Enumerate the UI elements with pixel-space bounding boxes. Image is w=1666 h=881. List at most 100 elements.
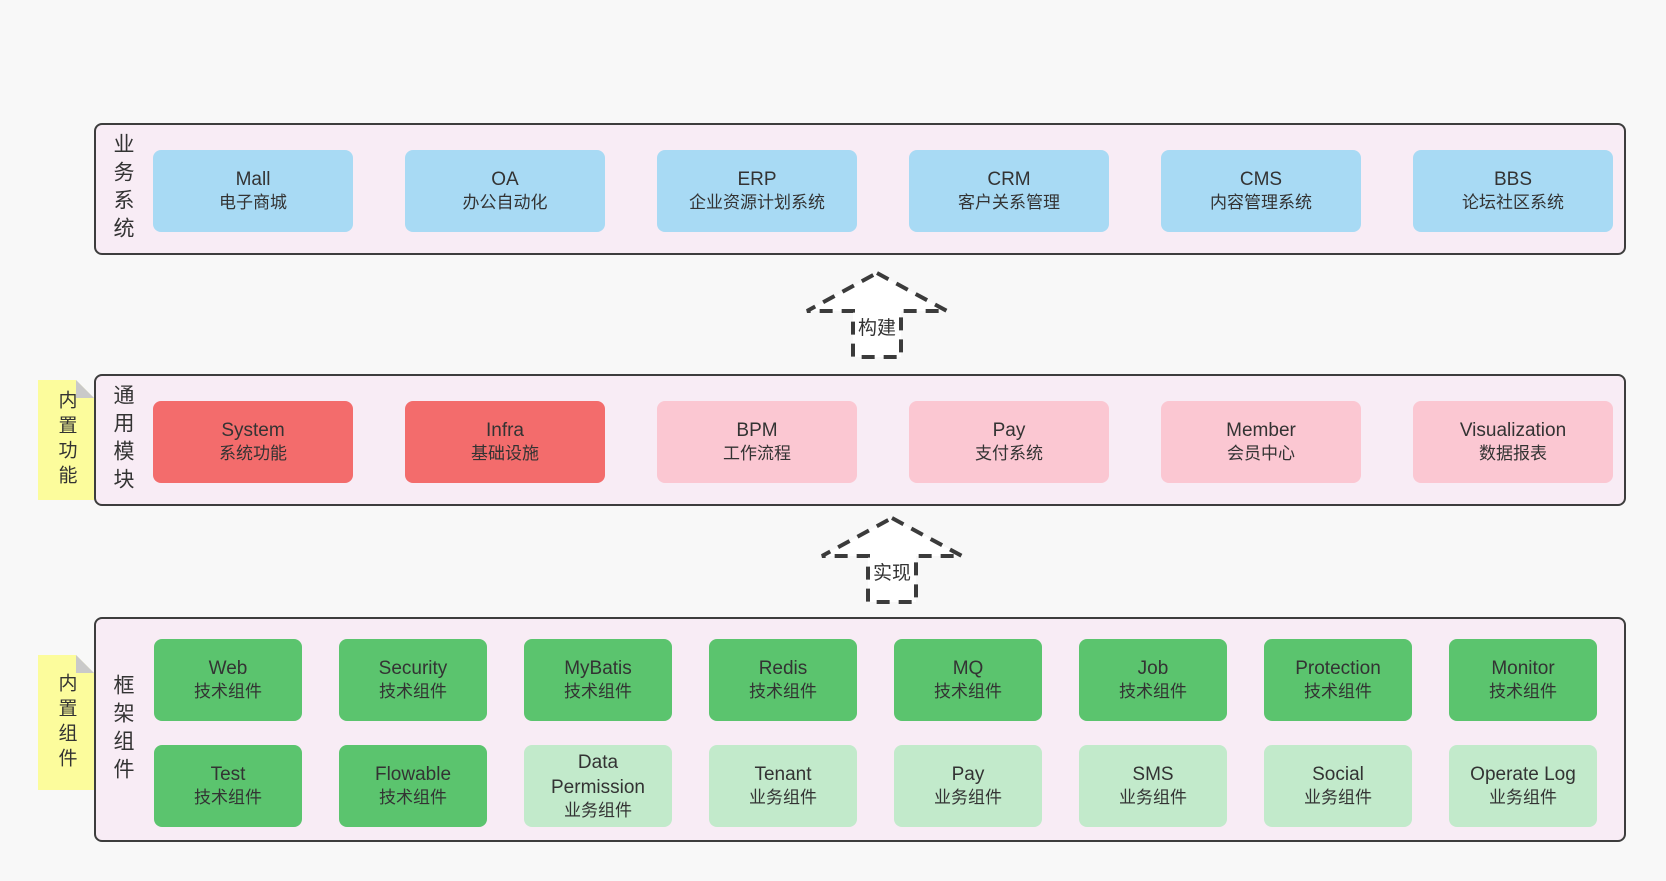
box-title: ERP — [737, 169, 777, 191]
box-title: Job — [1137, 658, 1169, 680]
box-title: BBS — [1493, 169, 1533, 191]
box-subtitle: 电子商城 — [219, 193, 287, 213]
box-title: System — [221, 420, 285, 442]
box-subtitle: 技术组件 — [379, 788, 447, 808]
box-subtitle: 论坛社区系统 — [1462, 193, 1564, 213]
box-title: BPM — [736, 420, 778, 442]
box-title: Protection — [1295, 658, 1381, 680]
box-subtitle: 办公自动化 — [462, 193, 548, 213]
sticky-fold-corner — [76, 655, 94, 673]
box-subtitle: 技术组件 — [379, 682, 447, 702]
box-subtitle: 支付系统 — [975, 444, 1043, 464]
box-title: Mall — [235, 169, 271, 191]
box-title: Tenant — [754, 764, 812, 786]
box-title: Social — [1312, 764, 1364, 786]
box-title: Infra — [485, 420, 525, 442]
box-subtitle: 业务组件 — [564, 800, 632, 820]
build-arrow-label: 构建 — [855, 313, 899, 340]
box-subtitle: 工作流程 — [723, 444, 791, 464]
builtin-features-tag-label: 内置功能 — [55, 390, 77, 490]
box-title: CRM — [987, 169, 1031, 191]
box-subtitle: 技术组件 — [1304, 682, 1372, 702]
box-title: Security — [378, 658, 448, 680]
box-subtitle: 技术组件 — [1489, 682, 1557, 702]
business-systems-label: 业务系统 — [111, 133, 134, 245]
box-title: CMS — [1239, 169, 1283, 191]
box-title: Pay — [951, 764, 985, 786]
sticky-fold-corner — [76, 380, 94, 398]
box-subtitle: 数据报表 — [1479, 444, 1547, 464]
builtin-components-tag: 内置组件 — [38, 655, 94, 790]
common-modules-label: 通用模块 — [111, 384, 134, 496]
box-title: SMS — [1132, 764, 1174, 786]
box-title: Member — [1226, 420, 1296, 442]
box-subtitle: 客户关系管理 — [958, 193, 1060, 213]
box-subtitle: 技术组件 — [934, 682, 1002, 702]
implement-arrow: 实现 — [818, 514, 966, 606]
box-title: Visualization — [1459, 420, 1567, 442]
box-subtitle: 系统功能 — [219, 444, 287, 464]
box-title: Pay — [992, 420, 1026, 442]
box-subtitle: 内容管理系统 — [1210, 193, 1312, 213]
box-subtitle: 企业资源计划系统 — [689, 193, 825, 213]
box-subtitle: 业务组件 — [1304, 788, 1372, 808]
box-subtitle: 业务组件 — [934, 788, 1002, 808]
box-subtitle: 技术组件 — [194, 788, 262, 808]
box-subtitle: 基础设施 — [471, 444, 539, 464]
box-subtitle: 业务组件 — [1119, 788, 1187, 808]
box-title: MyBatis — [564, 658, 632, 680]
box-subtitle: 业务组件 — [1489, 788, 1557, 808]
box-title: Data Permission — [551, 751, 645, 798]
builtin-features-tag: 内置功能 — [38, 380, 94, 500]
box-title: Flowable — [374, 764, 452, 786]
implement-arrow-label: 实现 — [870, 558, 914, 585]
box-title: Test — [210, 764, 246, 786]
box-title: Web — [208, 658, 248, 680]
box-title: Operate Log — [1470, 764, 1576, 786]
box-title: OA — [491, 169, 519, 191]
build-arrow: 构建 — [803, 269, 951, 361]
box-title: Monitor — [1491, 658, 1555, 680]
framework-components-label: 框架组件 — [111, 673, 134, 786]
box-subtitle: 业务组件 — [749, 788, 817, 808]
box-subtitle: 会员中心 — [1227, 444, 1295, 464]
box-subtitle: 技术组件 — [749, 682, 817, 702]
box-title: MQ — [952, 658, 984, 680]
box-title: Redis — [758, 658, 808, 680]
box-subtitle: 技术组件 — [564, 682, 632, 702]
